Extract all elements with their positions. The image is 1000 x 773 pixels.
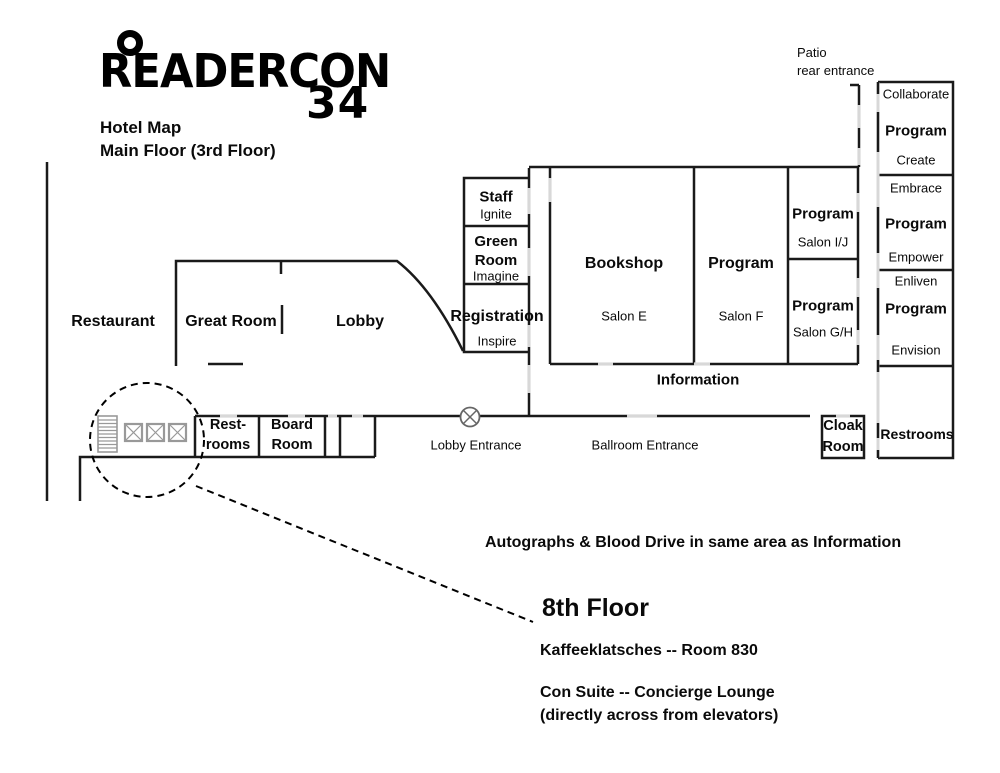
elevator-icon <box>123 422 144 443</box>
room-sublabel-envision: Envision <box>891 342 941 358</box>
leader-line <box>195 485 534 623</box>
room-sublabel-salon-e: Salon E <box>601 308 647 324</box>
map-title-line1: Hotel Map <box>100 118 182 137</box>
room-label-green-room: Green Room <box>474 233 518 269</box>
room-label-cloak-room: Cloak Room <box>822 418 864 455</box>
ballroom-entrance-label: Ballroom Entrance <box>591 437 699 453</box>
room-sublabel-enliven: Enliven <box>894 273 938 289</box>
room-label-program-create: Program <box>885 122 947 140</box>
room-label-lobby: Lobby <box>336 312 384 330</box>
patio-label-line2: rear entrance <box>797 63 875 78</box>
room-label-board-room: Board Room <box>271 417 313 453</box>
elevator-icon <box>145 422 166 443</box>
room-sublabel-imagine: Imagine <box>472 268 520 284</box>
room-sublabel-embrace: Embrace <box>889 180 943 196</box>
elevator-icon <box>167 422 188 443</box>
autographs-note: Autographs & Blood Drive in same area as… <box>485 534 902 551</box>
room-sublabel-salon-ij: Salon I/J <box>797 234 849 250</box>
room-label-program-ij: Program <box>792 205 854 223</box>
floor8-kaffeeklatsches: Kaffeeklatsches -- Room 830 <box>540 642 758 659</box>
room-sublabel-ignite: Ignite <box>480 206 512 222</box>
room-label-great-room: Great Room <box>185 312 277 330</box>
map-title-line2: Main Floor (3rd Floor) <box>100 141 276 160</box>
room-label-staff: Staff <box>479 188 513 206</box>
floor8-con-suite: Con Suite -- Concierge Lounge <box>540 684 775 701</box>
room-label-restaurant: Restaurant <box>71 312 155 330</box>
readercon-logo: READERCON <box>99 44 391 98</box>
room-label-restrooms-small: Rest-rooms <box>205 417 251 453</box>
information-label: Information <box>656 371 740 389</box>
room-label-program-envision: Program <box>885 300 947 318</box>
readercon-logo-head-icon <box>117 30 143 56</box>
room-sublabel-empower: Empower <box>888 249 944 265</box>
floor8-title: 8th Floor <box>542 594 649 622</box>
readercon-number: 34 <box>306 78 370 129</box>
room-label-program-f: Program <box>708 254 774 272</box>
floor8-con-suite-detail: (directly across from elevators) <box>540 707 779 724</box>
room-sublabel-salon-gh: Salon G/H <box>793 324 853 340</box>
stairs-icon <box>97 415 118 453</box>
lobby-entrance-label: Lobby Entrance <box>430 437 522 453</box>
room-sublabel-salon-f: Salon F <box>718 308 764 324</box>
room-label-bookshop: Bookshop <box>584 254 664 272</box>
room-sublabel-create: Create <box>896 152 936 168</box>
room-label-restrooms-main: Restrooms <box>880 425 954 442</box>
room-sublabel-inspire: Inspire <box>477 333 517 349</box>
room-sublabel-collaborate: Collaborate <box>882 86 950 102</box>
door-openings <box>220 105 861 418</box>
room-label-registration: Registration <box>450 307 544 325</box>
room-label-program-empower: Program <box>885 215 947 233</box>
entrance-x-icon <box>459 406 481 428</box>
elevator-highlight-circle <box>89 382 205 498</box>
patio-label-line1: Patio <box>797 45 827 60</box>
room-label-program-gh: Program <box>792 297 854 315</box>
